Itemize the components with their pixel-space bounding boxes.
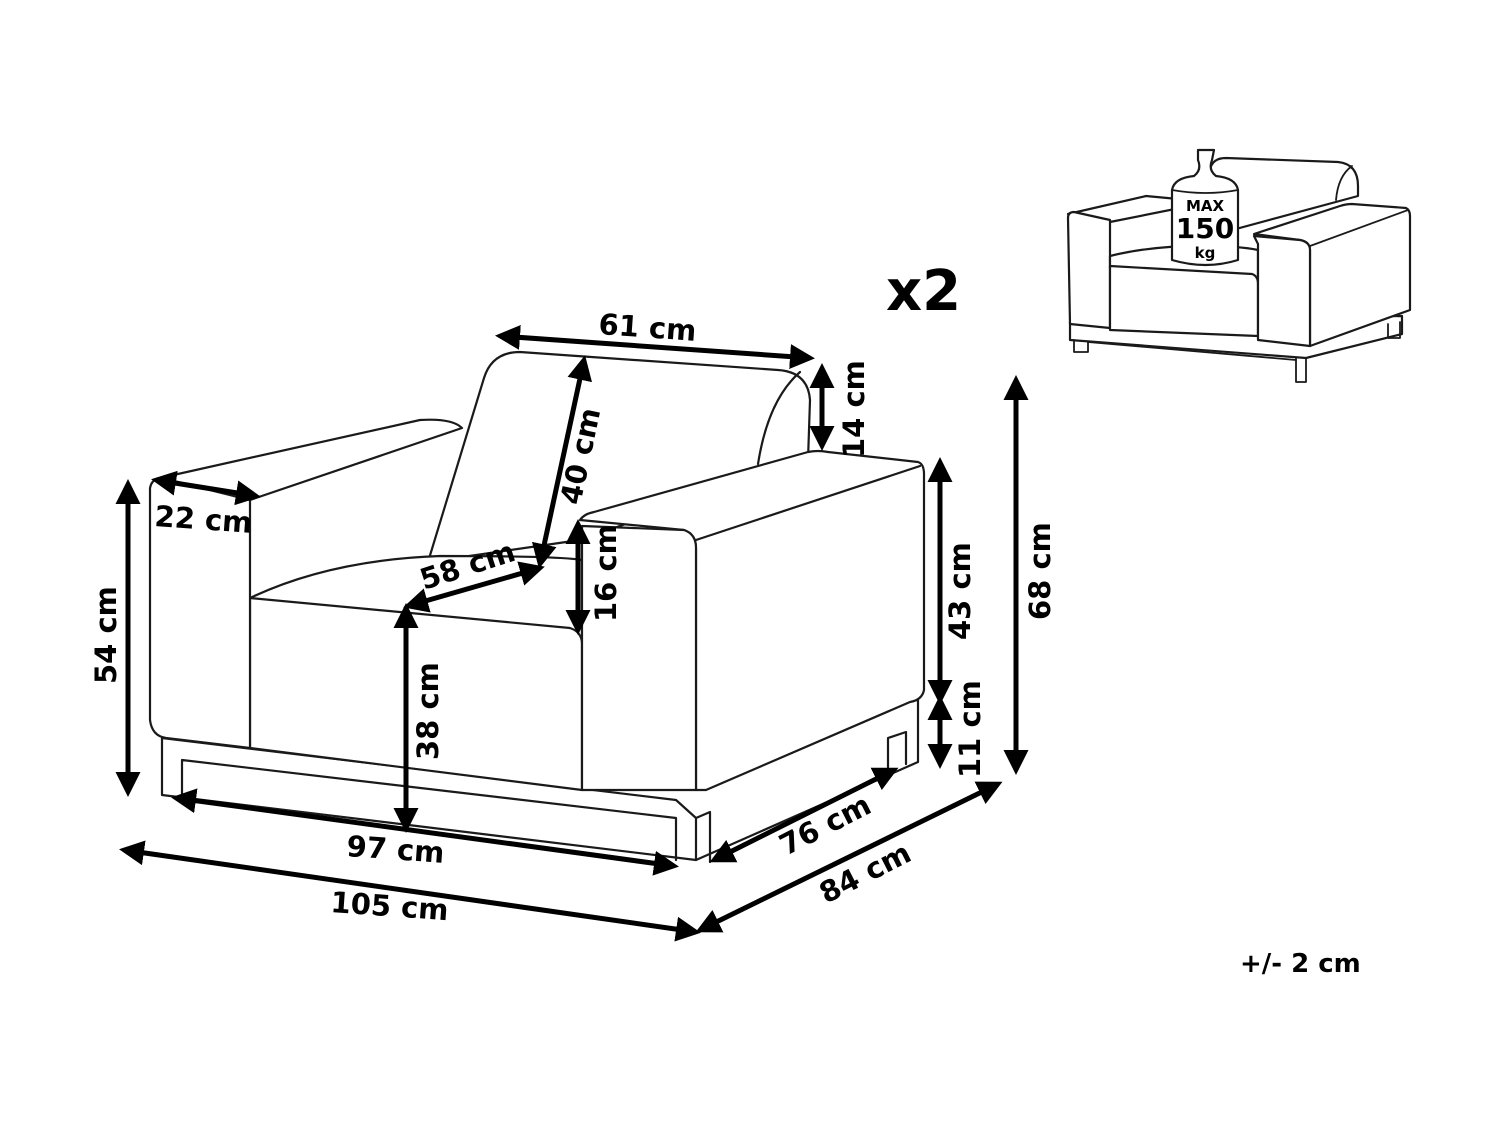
label-total-width: 105 cm [330,885,450,927]
arrow-back-height [531,355,593,569]
label-total-height-side: 54 cm [89,586,123,684]
label-back-width: 61 cm [598,307,698,348]
load-capacity-illustration: MAX 150 kg [1066,148,1412,383]
tolerance-label: +/- 2 cm [1240,949,1361,979]
arrow-seat-depth [403,561,545,613]
armchair-drawing [148,350,926,864]
label-back-top: 14 cm [837,360,871,458]
label-arm-width: 22 cm [154,499,254,540]
label-total-height: 68 cm [1023,522,1057,620]
arrow-arm-width [151,470,261,506]
arrow-total-width [119,840,701,942]
weight-unit-label: kg [1195,244,1216,262]
label-frame-width: 97 cm [346,829,446,870]
arrow-total-depth [695,781,1003,933]
weight-value-label: 150 [1176,212,1234,245]
label-arm-height: 43 cm [943,542,977,640]
label-seat-height: 38 cm [411,662,445,760]
label-cushion-height: 16 cm [589,524,623,622]
weight-max-label: MAX [1186,197,1225,215]
weight-icon: MAX 150 kg [1170,148,1240,267]
dimension-arrows [115,324,1029,942]
arrow-back-width [495,324,815,370]
label-leg-height: 11 cm [953,680,987,778]
quantity-label: x2 [886,259,961,324]
